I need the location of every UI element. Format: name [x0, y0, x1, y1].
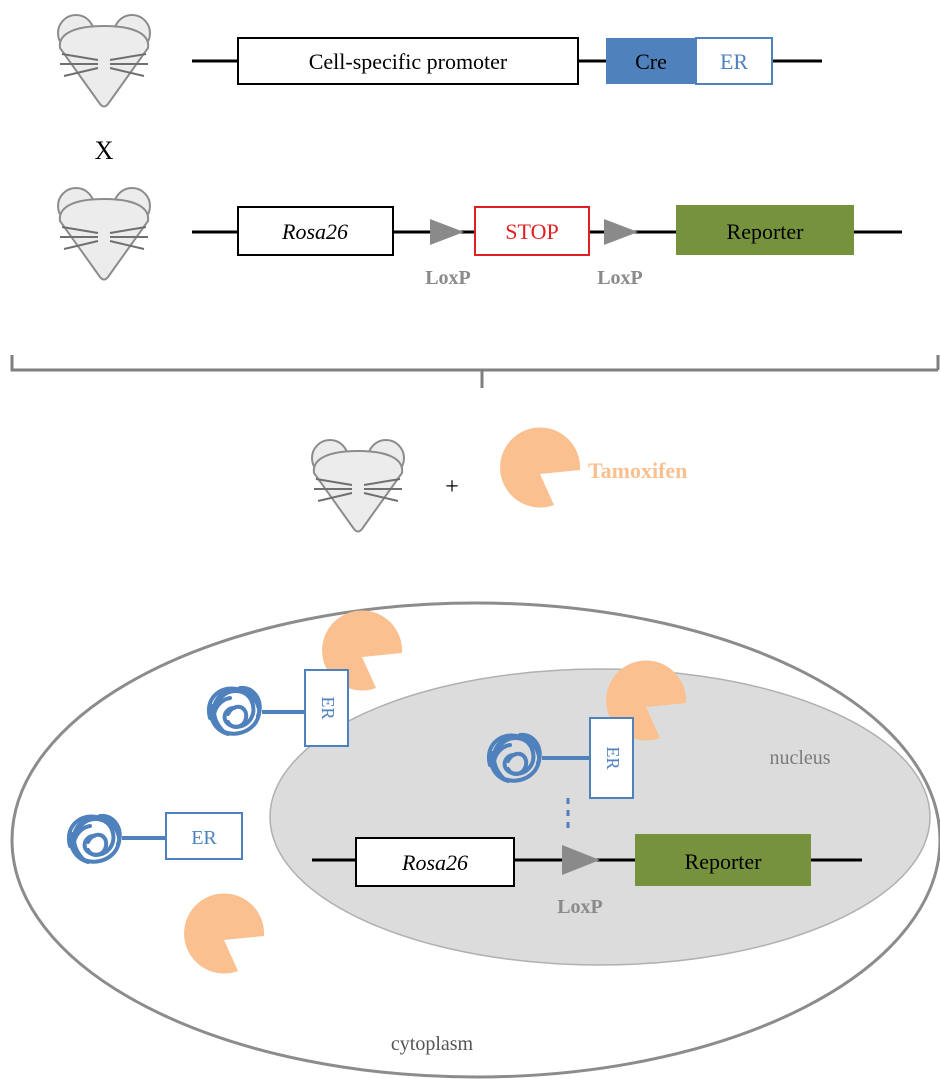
tamoxifen-label: Tamoxifen: [588, 458, 687, 483]
cre-label: Cre: [635, 49, 667, 74]
nucleus: [269, 668, 931, 966]
loxp-triangle-2: [604, 219, 638, 245]
loxp-label-3: LoxP: [557, 896, 603, 918]
er-box-1: [695, 37, 773, 85]
loxp-triangle-3: [562, 845, 600, 875]
reporter-box-2: [635, 834, 811, 886]
reporter-label-2: Reporter: [685, 849, 763, 874]
mouse-icon-1: [57, 14, 151, 108]
stop-label: STOP: [505, 219, 558, 244]
loxp-label-1: LoxP: [425, 267, 471, 289]
cre-box: [606, 38, 696, 84]
reporter-box-1: [676, 205, 854, 255]
er-box-3: [165, 812, 243, 860]
plus-sign: +: [445, 474, 459, 500]
rosa26-box-1: [237, 206, 394, 256]
cross-result-bracket: [10, 355, 940, 388]
tamoxifen-pill-icon: [500, 427, 581, 508]
stop-box: [474, 206, 590, 256]
rosa26-box-2: [355, 837, 515, 887]
er-label-2: ER: [318, 696, 338, 719]
rosa26-label-1: Rosa26: [281, 219, 348, 244]
mouse-icon-2: [57, 187, 151, 281]
loxp-label-2: LoxP: [597, 267, 643, 289]
loxp-triangle-1: [430, 219, 464, 245]
nucleus-label: nucleus: [769, 747, 830, 769]
er-label-1: ER: [720, 49, 748, 74]
er-label-3: ER: [191, 827, 217, 849]
cytoplasm-label: cytoplasm: [391, 1033, 474, 1055]
er-box-4: [589, 717, 634, 799]
rosa26-label-2: Rosa26: [401, 850, 468, 875]
er-box-2: [304, 669, 349, 747]
cross-symbol: X: [95, 136, 114, 165]
promoter-label: Cell-specific promoter: [309, 49, 508, 74]
cell-specific-promoter-box: [237, 37, 579, 85]
reporter-label-1: Reporter: [727, 219, 805, 244]
mouse-icon-3: [311, 439, 405, 533]
er-label-4: ER: [603, 746, 623, 769]
